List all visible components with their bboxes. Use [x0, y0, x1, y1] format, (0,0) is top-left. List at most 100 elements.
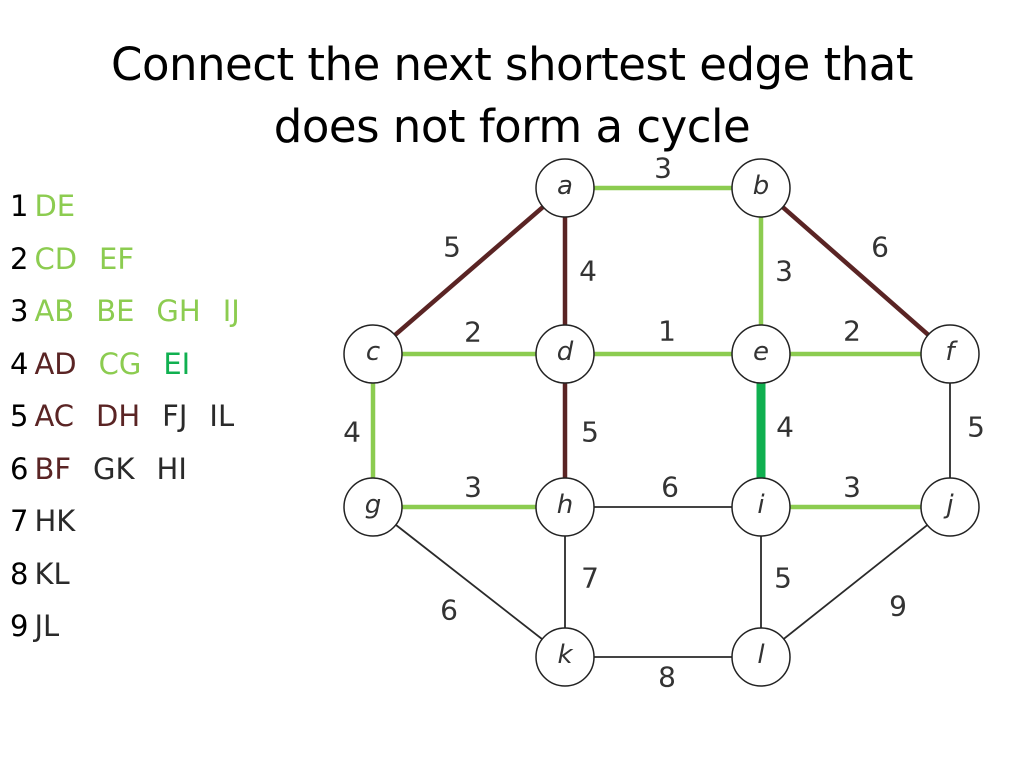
edge-weight-be: 3	[775, 255, 793, 288]
node-h: h	[535, 477, 595, 537]
edge-list-entry: HK	[34, 504, 76, 538]
node-i: i	[731, 477, 791, 537]
node-label: j	[943, 490, 954, 520]
edge-list-entry: BF	[34, 451, 72, 486]
edge-weight-ei: 4	[776, 411, 794, 444]
edge-list-weight: 2	[10, 241, 29, 276]
edge-list-entry: GK	[93, 451, 135, 486]
edge-list-weight: 8	[10, 556, 29, 591]
edge-list-entry: BE	[96, 294, 135, 328]
edge-weight-gh: 3	[464, 471, 482, 504]
node-circle	[535, 324, 595, 384]
edge-list-entry: IJ	[222, 294, 240, 328]
node-circle	[920, 324, 980, 384]
edge-weight-hk: 7	[581, 562, 599, 595]
slide-title-line-1: Connect the next shortest edge that	[111, 38, 913, 91]
edge-weight-hi: 6	[661, 471, 679, 504]
edge-list-entry: AC	[34, 399, 75, 433]
node-e: e	[731, 324, 791, 384]
edge-list-entry: AB	[34, 294, 75, 328]
edge-weight-cd: 2	[464, 316, 482, 349]
edge-weight-gk: 6	[440, 594, 458, 627]
node-circle	[535, 627, 595, 687]
edge-list-entry: FJ	[162, 399, 188, 433]
edge-list-entry: JL	[34, 609, 60, 643]
node-label: l	[757, 640, 765, 670]
node-label: d	[557, 337, 574, 367]
node-circle	[731, 158, 791, 218]
node-j: j	[920, 477, 980, 537]
edge-list-weight: 6	[10, 451, 29, 486]
node-circle	[920, 477, 980, 537]
node-f: f	[920, 324, 980, 384]
edge-list-entry: IL	[209, 399, 235, 433]
edge-weight-ef: 2	[843, 315, 861, 348]
node-label: g	[365, 490, 382, 520]
edge-weight-cg: 4	[343, 416, 361, 449]
edge-weight-de: 1	[658, 315, 676, 348]
node-circle	[343, 477, 403, 537]
node-label: k	[557, 640, 573, 670]
edge-weight-jl: 9	[889, 590, 907, 623]
weight-label-layer: 3 5 4 3 6 2 1 2 4 5 4 5 3 6 3 6 7 5 9 8	[343, 152, 985, 694]
edge-list-entry: EF	[99, 241, 135, 276]
edge-list-entry: CD	[34, 241, 78, 276]
edge-list-entry: GH	[156, 294, 201, 328]
slide-title: Connect the next shortest edge that does…	[0, 34, 1024, 158]
node-label: c	[366, 337, 380, 367]
edge-list-entry: CG	[98, 346, 142, 381]
node-circle	[343, 324, 403, 384]
edge-bf	[781, 205, 930, 337]
node-circle	[731, 477, 791, 537]
edge-weight-kl: 8	[658, 661, 676, 694]
edge-weight-dh: 5	[581, 416, 599, 449]
node-b: b	[731, 158, 791, 218]
slide-title-line-2: does not form a cycle	[273, 100, 751, 153]
edge-weight-fj: 5	[967, 411, 985, 444]
edge-list-weight: 9	[10, 609, 29, 643]
edge-weight-ac: 5	[443, 231, 461, 264]
edge-layer	[370, 185, 951, 658]
edge-weight-il: 5	[774, 562, 792, 595]
node-label: i	[757, 490, 765, 520]
node-label: h	[557, 490, 573, 520]
edge-list-entry: DH	[96, 399, 141, 433]
edge-gk	[395, 524, 543, 640]
node-g: g	[343, 477, 403, 537]
edge-list-entry: KL	[34, 556, 70, 591]
edge-list-weight: 4	[10, 346, 29, 381]
edge-jl	[783, 524, 928, 640]
edge-list-weight: 1	[10, 189, 29, 223]
edge-list-entry: AD	[34, 346, 77, 381]
node-label: a	[557, 171, 573, 201]
edge-weight-ad: 4	[579, 255, 597, 288]
node-c: c	[343, 324, 403, 384]
edge-list-weight: 7	[10, 504, 29, 538]
node-circle	[535, 158, 595, 218]
edge-list-entry: HI	[156, 451, 187, 486]
node-d: d	[535, 324, 595, 384]
node-circle	[731, 324, 791, 384]
node-k: k	[535, 627, 595, 687]
node-a: a	[535, 158, 595, 218]
edge-weight-ij: 3	[843, 471, 861, 504]
node-circle	[731, 627, 791, 687]
edge-weight-ab: 3	[654, 152, 672, 185]
edge-list-weight: 3	[10, 294, 29, 328]
edge-weight-bf: 6	[871, 231, 889, 264]
node-label: b	[753, 171, 770, 201]
edge-ac	[393, 205, 545, 337]
node-circle	[535, 477, 595, 537]
node-l: l	[731, 627, 791, 687]
edge-list-weight: 5	[10, 399, 29, 433]
node-label: e	[753, 337, 769, 367]
